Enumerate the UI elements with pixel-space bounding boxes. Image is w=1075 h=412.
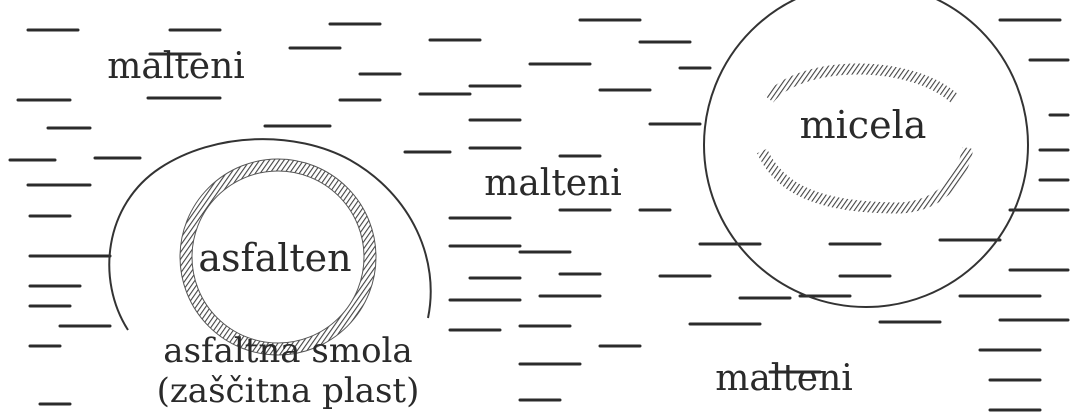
micelle-particle [704,0,1028,307]
micelle-inner-arc-top [769,69,955,99]
zascitna-plast-label: (zaščitna plast) [157,371,420,411]
malteni-label-bottom-right: malteni [715,358,853,399]
malteni-label-center: malteni [484,163,622,204]
micelle-outer-circle [704,0,1028,307]
malteni-label-top-left: malteni [107,46,245,87]
asfalten-label: asfalten [198,236,351,280]
asfaltna-smola-label: asfaltna smola [163,331,412,371]
micelle-inner-arc-bottom [762,148,968,208]
micela-label: micela [800,103,927,147]
